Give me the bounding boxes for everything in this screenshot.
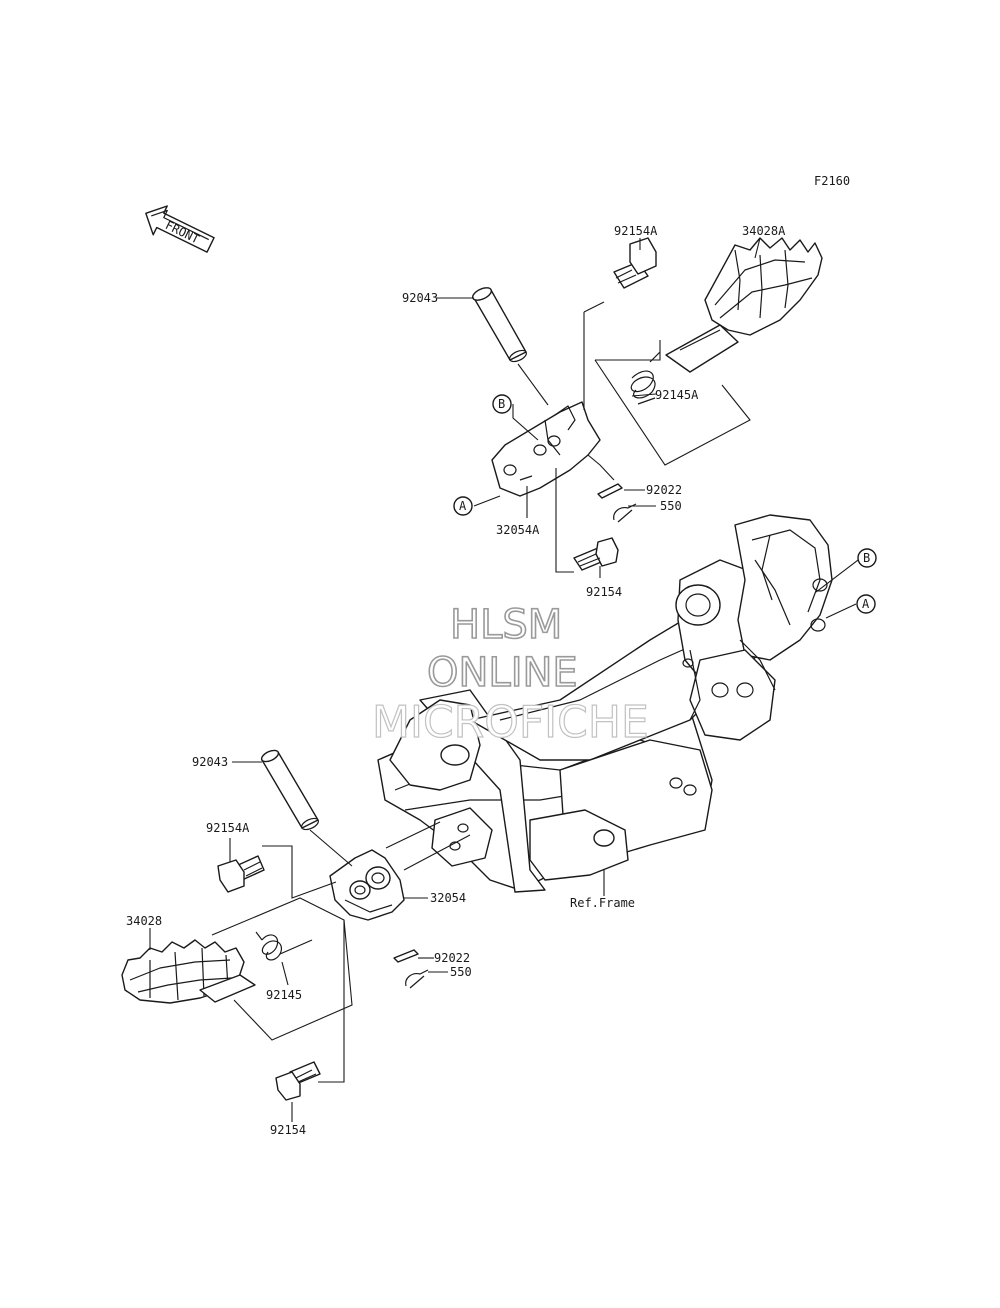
figure-code: F2160 [814,174,850,188]
label-pin-lower: 92043 [192,755,228,769]
watermark-line-3: MICROFICHE [372,697,649,748]
spring-lower-drawing [255,931,313,961]
bolt-a-upper-drawing [613,237,657,289]
bolt-lower-drawing [275,1061,321,1101]
label-cotter-upper: 550 [660,499,682,513]
marker-a-upper: A [459,499,467,513]
washer-upper-drawing [597,483,623,499]
ref-markers: B A B A [453,394,877,614]
marker-b-frame: B [863,551,870,565]
bracket-upper-drawing [491,401,601,497]
pin-upper-drawing [471,287,527,363]
label-pin-upper: 92043 [402,291,438,305]
pin-lower-drawing [260,749,319,831]
footpeg-upper-drawing [665,237,823,373]
bolt-a-lower-drawing [217,855,265,893]
cotter-lower-drawing [405,969,429,989]
label-washer-lower: 92022 [434,951,470,965]
footpeg-lower-drawing [121,939,256,1004]
label-bracket-lower: 32054 [430,891,466,905]
lower-assembly [121,749,429,1101]
frame-drawing [377,514,833,893]
label-spring-lower: 92145 [266,988,302,1002]
upper-assembly [471,237,823,571]
label-cotter-lower: 550 [450,965,472,979]
part-labels: F2160 92043 92154A 34028A 92145A 92022 5… [126,174,850,1137]
label-bolt-a-lower: 92154A [206,821,250,835]
marker-a-frame: A [862,597,870,611]
label-footpeg-lower: 34028 [126,914,162,928]
label-bolt-a-upper: 92154A [614,224,658,238]
watermark: HLSM ONLINE MICROFICHE [371,601,649,748]
label-spring-upper: 92145A [655,388,699,402]
label-bolt-lower: 92154 [270,1123,306,1137]
front-arrow: FRONT [145,205,215,253]
marker-b-upper: B [498,397,505,411]
watermark-line-2: ONLINE [427,650,578,696]
label-bolt-upper: 92154 [586,585,622,599]
label-washer-upper: 92022 [646,483,682,497]
watermark-line-1: HLSM [450,602,562,648]
label-footpeg-upper: 34028A [742,224,786,238]
label-ref-frame: Ref.Frame [570,896,635,910]
cotter-upper-drawing [613,503,637,523]
bolt-upper-drawing [573,537,619,571]
leader-lines [149,237,859,1122]
bracket-lower-drawing [329,849,405,921]
washer-lower-drawing [393,949,419,963]
label-bracket-upper: 32054A [496,523,540,537]
